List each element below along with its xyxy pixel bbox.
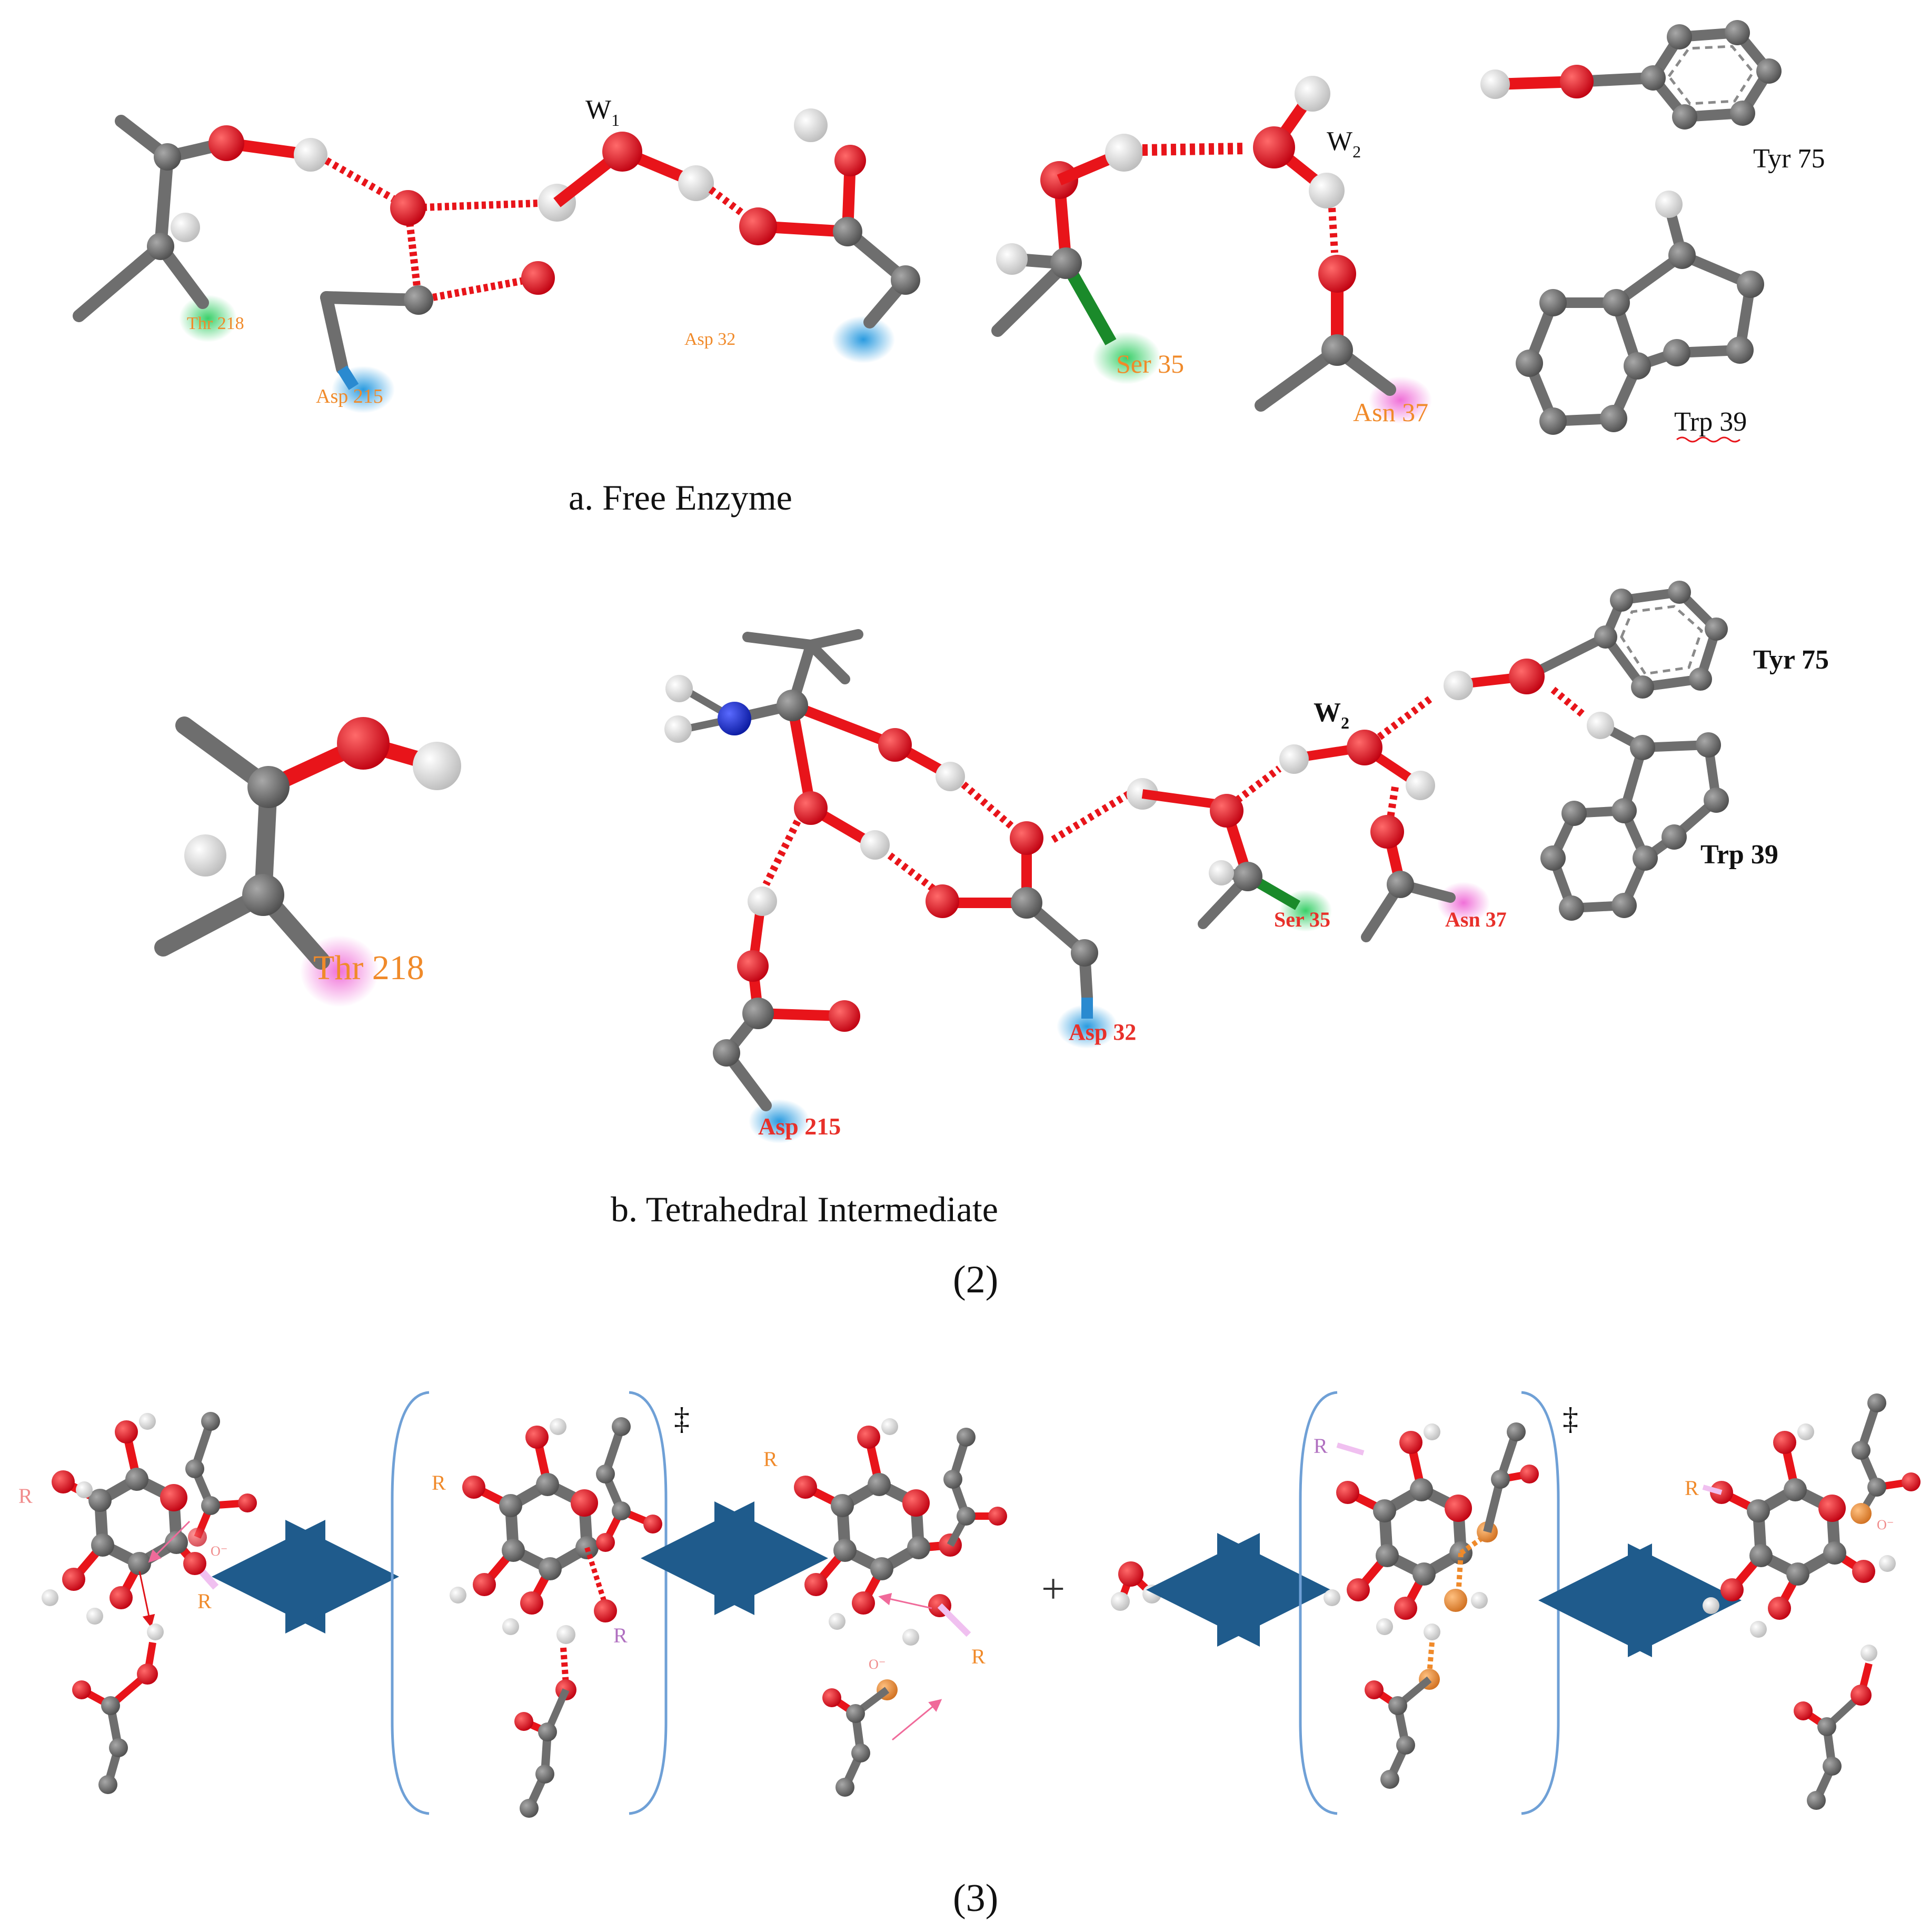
water-w2-a: W2: [1253, 76, 1361, 208]
bracket-left-ts2: [1299, 1391, 1338, 1815]
tyr75-residue-b: [1444, 581, 1728, 700]
panel-number-3: (3): [953, 1877, 998, 1920]
asp32-residue-b: [926, 778, 1228, 1049]
tyr75-residue-a: [1480, 20, 1782, 130]
thr218-residue-b: [154, 716, 461, 1007]
ser35-residue-b: [1198, 794, 1332, 932]
caption-2a: a. Free Enzyme: [569, 477, 792, 517]
tyr75-label-a: Tyr 75: [1753, 144, 1825, 174]
asp215-label-b: Asp 215: [758, 1113, 841, 1140]
panel-number-2: (2): [953, 1258, 998, 1301]
reactant-sugar-1: R R O⁻: [18, 1412, 257, 1794]
covalent-intermediate: R R O⁻: [763, 1418, 1007, 1797]
water-w2-b: W2: [1279, 698, 1435, 800]
asp215-residue-b: [713, 887, 860, 1143]
water-molecule: [1111, 1561, 1161, 1611]
o-minus-label: O⁻: [1877, 1517, 1894, 1532]
asp32-label-b: Asp 32: [1069, 1019, 1136, 1045]
asp32-label-a: Asp 32: [684, 330, 735, 349]
r-label: R: [971, 1645, 986, 1668]
ser35-label-b: Ser 35: [1274, 908, 1330, 931]
bracket-right-ts2: [1521, 1391, 1560, 1815]
thr218-label-a: Thr 218: [187, 314, 244, 333]
o-minus-label: O⁻: [211, 1543, 228, 1559]
asn37-label-b: Asn 37: [1445, 908, 1507, 931]
r-label: R: [1685, 1476, 1699, 1500]
r-label: R: [432, 1471, 446, 1495]
trp39-label-a: Trp 39: [1674, 407, 1747, 437]
double-dagger-ts2: ‡: [1563, 1401, 1578, 1436]
product-sugar: R O⁻: [1685, 1393, 1921, 1810]
asn37-residue-b: [1361, 815, 1490, 942]
bracket-left-ts1: [391, 1391, 430, 1815]
h-bond: [1328, 207, 1338, 253]
plus-sign: +: [1041, 1566, 1065, 1612]
trp39-label-b: Trp 39: [1700, 840, 1778, 870]
double-dagger-ts1: ‡: [674, 1401, 690, 1436]
ser35-label-a: Ser 35: [1116, 349, 1184, 379]
w2-label-b: W2: [1314, 698, 1349, 732]
h-bond: [324, 157, 402, 206]
water-w1-a: W1: [553, 95, 714, 207]
panel-3-mechanism: R R O⁻ ‡: [18, 1391, 1921, 1818]
o-minus-label: O⁻: [869, 1657, 886, 1672]
spellcheck-underline: [1676, 436, 1740, 443]
r-label: R: [1314, 1434, 1328, 1458]
asn37-label-a: Asn 37: [1353, 397, 1428, 427]
w1-label: W1: [585, 95, 620, 130]
w2-label-a: W2: [1327, 126, 1361, 161]
ser35-residue-a: [991, 134, 1161, 384]
thr218-label-b: Thr 218: [313, 949, 424, 987]
r-label: R: [763, 1447, 778, 1471]
panel-2a-free-enzyme: W1 Asp 32 Asp 215 Thr 218: [73, 20, 1825, 517]
caption-2b: b. Tetrahedral Intermediate: [611, 1189, 998, 1229]
transition-state-1: R R: [432, 1417, 662, 1818]
bracket-right-ts1: [629, 1391, 668, 1815]
h-bonds-b: [762, 686, 1587, 893]
r-label: R: [18, 1484, 33, 1508]
panel-2b-tetrahedral-intermediate: Thr 218: [154, 581, 1829, 1229]
trp39-residue-a: [1516, 191, 1764, 435]
r-label: R: [613, 1624, 628, 1647]
asp215-residue-a: [320, 184, 576, 413]
tetrahedral-intermediate-b: [664, 629, 965, 860]
asp32-residue-a: [739, 108, 920, 363]
tyr75-label-b: Tyr 75: [1753, 645, 1829, 675]
r-label: R: [197, 1589, 212, 1613]
asn37-residue-a: [1255, 255, 1432, 424]
thr218-residue-a: [73, 115, 327, 342]
transition-state-2: R: [1314, 1422, 1539, 1789]
asp215-label-a: Asp 215: [316, 385, 383, 407]
h-bond: [1142, 143, 1246, 156]
trp39-residue-b: [1540, 712, 1729, 921]
